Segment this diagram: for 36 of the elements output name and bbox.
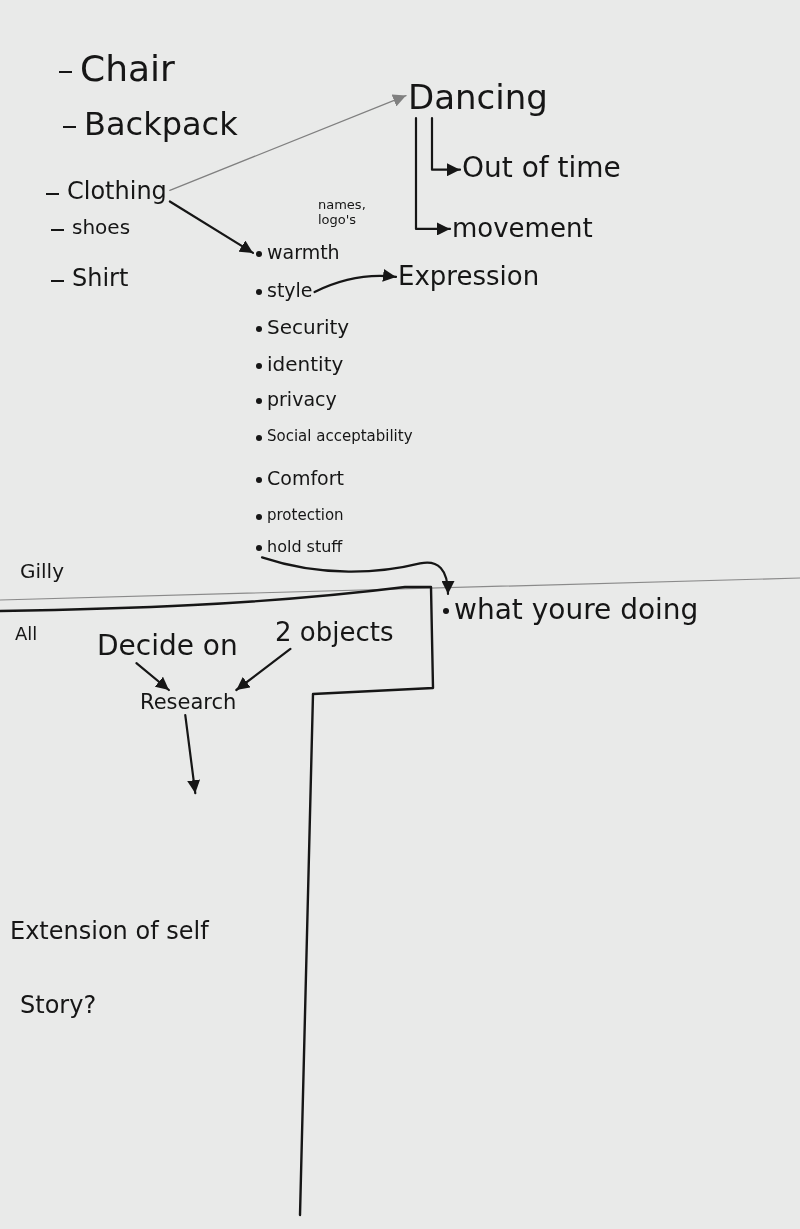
note-text: Research — [140, 690, 237, 715]
list-item: Chair — [58, 48, 175, 90]
arrow — [313, 269, 398, 294]
arrow — [169, 94, 407, 192]
list-item: shoes — [50, 216, 131, 239]
note-text: Expression — [398, 262, 540, 292]
section-label: Gilly — [20, 560, 64, 583]
arrow — [135, 662, 170, 692]
note-text: Dancing — [408, 78, 548, 118]
bullet-item: identity — [255, 353, 344, 376]
arrow — [168, 200, 255, 254]
note-text: Story? — [20, 992, 97, 1020]
bullet-item: Security — [255, 316, 350, 339]
arrow — [414, 117, 452, 236]
bullet-item: warmth — [255, 242, 340, 264]
arrow — [235, 647, 292, 692]
list-item: Backpack — [62, 106, 238, 143]
arrow — [430, 117, 462, 177]
note-text: Out of time — [462, 152, 621, 185]
bullet-item: Social acceptability — [255, 428, 413, 446]
section-label: All — [15, 624, 38, 645]
note-text: Extension of self — [10, 918, 209, 946]
bullet-item: protection — [255, 507, 344, 525]
note-text: movement — [452, 214, 593, 244]
bullet-item: hold stuff — [255, 538, 343, 557]
bullet-item: Comfort — [255, 468, 344, 490]
note-text: Decide on — [97, 630, 238, 663]
arrow — [260, 556, 455, 596]
list-item: Clothing — [45, 178, 167, 206]
list-item: Shirt — [50, 265, 129, 293]
bullet-item: what youre doing — [442, 594, 699, 627]
arrow — [184, 714, 201, 795]
bullet-item: privacy — [255, 389, 337, 411]
annotation-text: names, logo's — [318, 198, 367, 228]
bullet-item: style — [255, 280, 313, 302]
note-text: 2 objects — [275, 618, 394, 648]
